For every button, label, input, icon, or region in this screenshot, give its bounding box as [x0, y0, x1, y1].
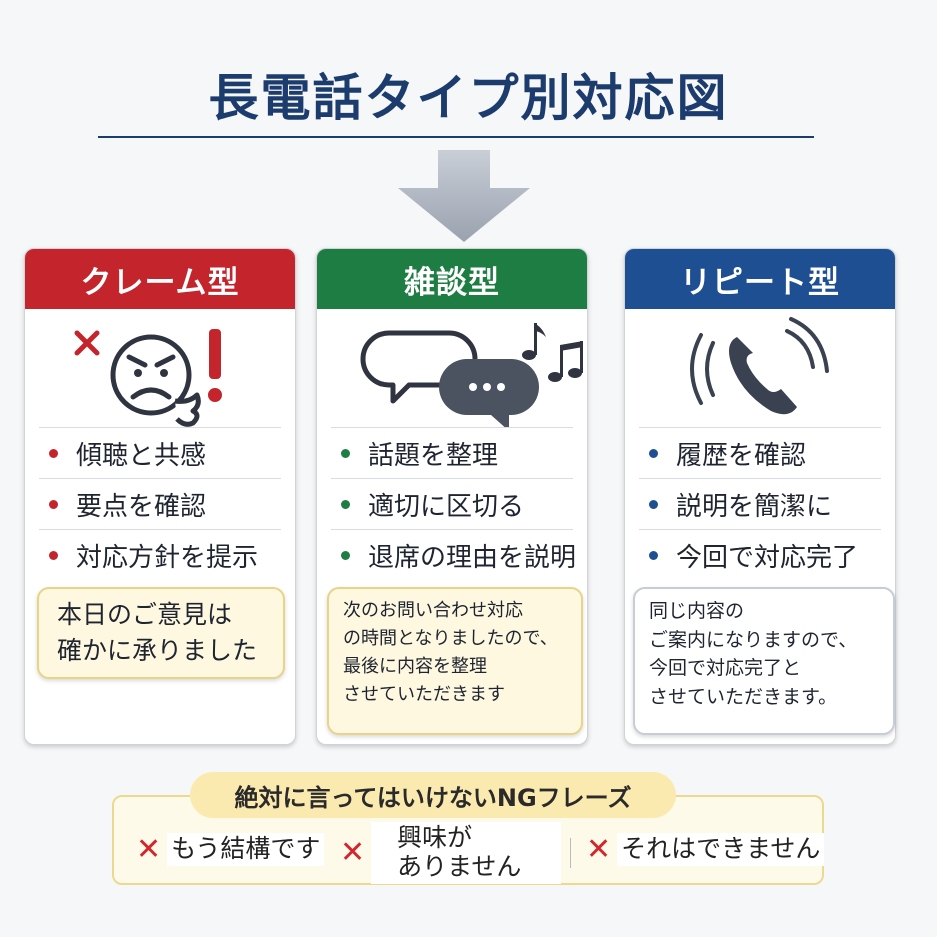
- list-item: 傾聴と共感: [39, 427, 281, 478]
- list-item: 退席の理由を説明: [331, 529, 576, 580]
- divider: [570, 838, 571, 868]
- bullet-list: 履歴を確認 説明を簡潔に 今回で対応完了: [639, 427, 881, 580]
- list-item: 話題を整理: [331, 427, 573, 478]
- list-item: 要点を確認: [39, 478, 281, 529]
- ng-phrases-title: 絶対に言ってはいけないNGフレーズ: [190, 772, 676, 818]
- card-header: クレーム型: [25, 249, 295, 309]
- card-repeat: リピート型 履歴を確認 説明を簡潔に 今回で対応完了 同じ内容の ご案内になりま…: [624, 248, 896, 745]
- bullet-dot: [49, 448, 58, 458]
- bullet-dot: [49, 550, 58, 560]
- card-title: クレーム型: [80, 264, 240, 301]
- chat-bubbles-music-icon: [360, 323, 583, 427]
- list-item: 履歴を確認: [639, 427, 881, 478]
- ringing-phone-icon: [690, 317, 829, 415]
- bullet-list: 話題を整理 適切に区切る 退席の理由を説明: [331, 427, 576, 580]
- speech-bubble: 本日のご意見は 確かに承りました: [37, 587, 285, 679]
- card-chat: 雑談型 話題を整理 適切に区切る 退席の理由を説明 次のお問い合わせ対応 の時間…: [316, 248, 588, 745]
- ng-phrase: それはできません: [617, 833, 825, 866]
- card-header: 雑談型: [317, 249, 587, 309]
- list-item: 今回で対応完了: [639, 529, 881, 580]
- bullet-dot: [341, 550, 350, 560]
- ng-item: ✕ それはできません: [586, 832, 825, 867]
- card-title: リピート型: [680, 264, 840, 301]
- title-divider: [98, 136, 814, 138]
- bullet-dot: [649, 550, 658, 560]
- bullet-list: 傾聴と共感 要点を確認 対応方針を提示: [39, 427, 281, 580]
- cross-icon: ✕: [586, 832, 612, 867]
- card-header: リピート型: [625, 249, 895, 309]
- card-claim: クレーム型 傾聴と共感 要点を確認 対応方針を提示 本日のご意見は 確かに承りま…: [24, 248, 296, 745]
- list-item: 説明を簡潔に: [639, 478, 881, 529]
- speech-bubble: 同じ内容の ご案内になりますので、 今回で対応完了と させていただきます。: [633, 587, 895, 735]
- ng-item: ✕ もう結構です: [136, 832, 325, 867]
- bullet-dot: [49, 499, 58, 509]
- card-title: 雑談型: [404, 264, 500, 301]
- page-title: 長電話タイプ別対応図: [208, 69, 729, 127]
- cross-icon: ✕: [340, 835, 366, 871]
- ng-phrase: 興味が ありません: [371, 822, 562, 884]
- cross-icon: ✕: [136, 832, 162, 867]
- bullet-dot: [649, 448, 658, 458]
- list-item: 対応方針を提示: [39, 529, 281, 580]
- ng-phrase: もう結構です: [167, 833, 325, 866]
- speech-bubble: 次のお問い合わせ対応 の時間となりましたので、 最後に内容を整理 させていただき…: [327, 587, 583, 735]
- bullet-dot: [341, 448, 350, 458]
- bullet-dot: [649, 499, 658, 509]
- bullet-dot: [341, 499, 350, 509]
- list-item: 適切に区切る: [331, 478, 573, 529]
- angry-face-icon: [74, 329, 222, 427]
- down-arrow-icon: [398, 150, 530, 242]
- ng-item: ✕ 興味が ありません: [340, 822, 562, 884]
